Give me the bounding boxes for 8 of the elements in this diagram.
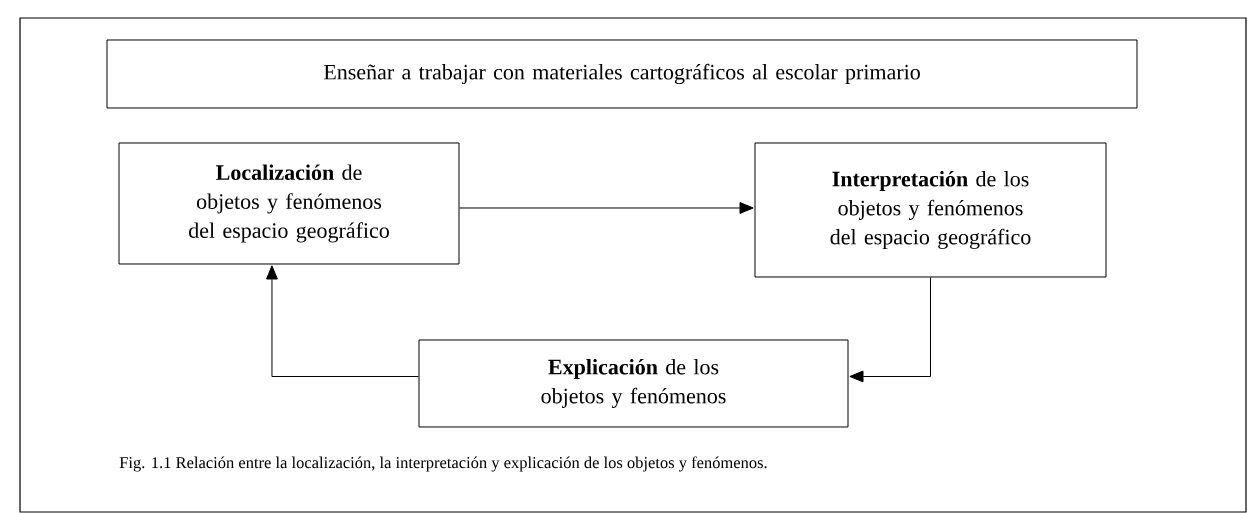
text-box: Localización de objetos y fenómenos del espacio geográfico <box>118 142 460 265</box>
text-box: Enseñar a trabajar con materiales cartográficos al escolar primario <box>106 39 1138 109</box>
arrow <box>849 277 931 383</box>
arrow <box>266 265 419 377</box>
figure-caption: Fig. 1.1 Relación entre la localización, la interpretación y explicación de los objetos y fenómenos. <box>119 456 767 472</box>
arrow <box>459 202 754 214</box>
text-box: Explicación de los objetos y fenómenos <box>418 339 849 428</box>
text-box: Interpretación de los objetos y fenómenos del espacio geográfico <box>754 142 1107 278</box>
